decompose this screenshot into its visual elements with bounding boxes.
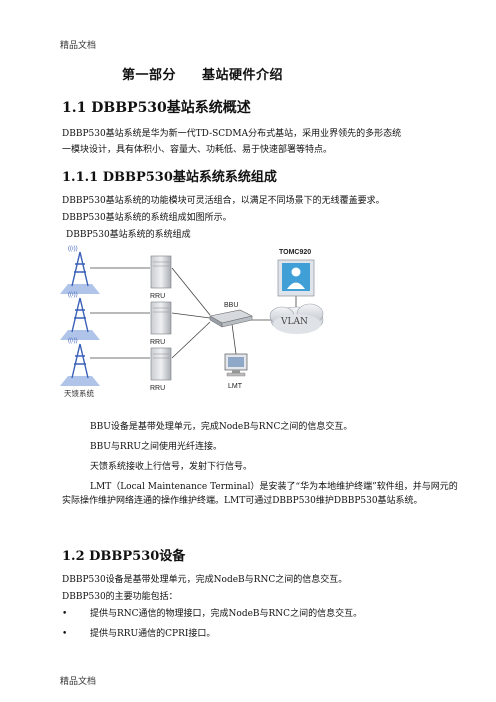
section-heading-1-1-1: 1.1.1 DBBP530基站系统系统组成: [62, 170, 277, 185]
antenna-icon: ((ı)): [60, 246, 100, 294]
section-heading-1-1: 1.1 DBBP530基站系统概述: [62, 100, 251, 116]
vlan-label: VLAN: [280, 317, 308, 327]
desc-antenna: 天馈系统接收上行信号，发射下行信号。: [90, 462, 253, 472]
page-header: 精品文档: [60, 41, 97, 51]
overview-line-1: DBBP530基站系统是华为新一代TD-SCDMA分布式基站，采用业界领先的多形…: [62, 129, 402, 139]
bullet-text: 提供与RNC通信的物理接口，完成NodeB与RNC之间的信息交互。: [90, 609, 363, 619]
rru-label: RRU: [150, 385, 165, 392]
desc-bbu: BBU设备是基带处理单元，完成NodeB与RNC之间的信息交互。: [90, 422, 353, 432]
antenna-group: ((ı)) ((ı)) ((ı)) 天馈系统: [60, 246, 100, 398]
system-diagram: ((ı)) ((ı)) ((ı)) 天馈系统 RRU RRU RRU: [60, 246, 324, 398]
rru-label: RRU: [150, 339, 165, 346]
rru-unit: RRU: [150, 255, 172, 300]
device-line-1: DBBP530设备是基带处理单元，完成NodeB与RNC之间的信息交互。: [62, 575, 348, 585]
bullet-dot-icon: •: [62, 609, 68, 619]
antenna-icon: ((ı)): [60, 292, 100, 340]
part-number: 第一部分: [122, 68, 177, 83]
desc-rru: BBU与RRU之间使用光纤连接。: [90, 442, 222, 452]
omc-label: TOMC920: [279, 249, 311, 256]
bullet-item: • 提供与RNC通信的物理接口，完成NodeB与RNC之间的信息交互。: [62, 606, 362, 619]
composition-line-2: DBBP530基站系统的系统组成如图所示。: [62, 213, 232, 223]
lmt-label: LMT: [228, 383, 243, 390]
rru-unit: RRU: [150, 301, 172, 346]
part-name: 基站硬件介绍: [202, 68, 284, 83]
overview-line-2: 一模块设计，具有体积小、容量大、功耗低、易于快速部署等特点。: [62, 145, 333, 155]
bbu-label: BBU: [224, 302, 238, 309]
svg-text:((ı)): ((ı)): [68, 292, 78, 298]
antenna-icon: ((ı)): [60, 338, 100, 386]
bbu-unit: BBU: [209, 302, 253, 328]
bullet-item: • 提供与RRU通信的CPRI接口。: [62, 626, 215, 639]
desc-lmt-line-1: LMT（Local Maintenance Terminal）是安装了“华为本地…: [90, 482, 458, 492]
antenna-system-label: 天馈系统: [64, 388, 94, 398]
desc-lmt-line-2: 实际操作维护网络连通的操作维护终端。LMT可通过DBBP530维护DBBP530…: [62, 496, 423, 506]
rru-unit: RRU: [150, 347, 172, 392]
page-footer: 精品文档: [60, 677, 97, 687]
composition-line-1: DBBP530基站系统的功能模块可灵活组合，以满足不同场景下的无线覆盖要求。: [62, 196, 385, 206]
bullet-text: 提供与RRU通信的CPRI接口。: [90, 629, 216, 639]
bullet-dot-icon: •: [62, 629, 68, 639]
part-title: 第一部分 基站硬件介绍: [122, 64, 283, 83]
vlan-cloud: VLAN: [269, 303, 324, 334]
svg-text:((ı)): ((ı)): [68, 246, 78, 252]
lmt-computer: LMT: [224, 353, 248, 390]
svg-text:((ı)): ((ı)): [68, 338, 78, 344]
section-heading-1-2: 1.2 DBBP530设备: [62, 549, 186, 564]
rru-label: RRU: [150, 293, 165, 300]
connection-lines: [90, 267, 272, 359]
omc-server: TOMC920: [277, 249, 315, 307]
device-line-2: DBBP530的主要功能包括：: [62, 592, 178, 602]
figure-caption: DBBP530基站系统的系统组成: [66, 230, 191, 240]
